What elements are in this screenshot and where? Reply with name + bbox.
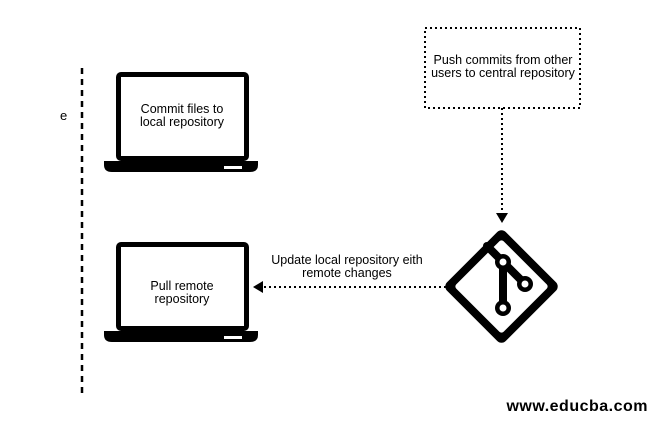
laptop-top-icon	[104, 72, 258, 172]
laptop-bottom-icon	[104, 242, 258, 342]
update-arrow-label: Update local repository eith remote chan…	[271, 253, 423, 280]
laptop-top-label: Commit files to local repository	[139, 102, 225, 129]
laptop-bottom-label: Pull remote repository	[150, 279, 214, 306]
push-box-label: Push commits from other users to central…	[431, 53, 575, 80]
side-letter: e	[60, 108, 68, 123]
site-watermark[interactable]: www.educba.com	[506, 398, 648, 415]
update-arrowhead-icon	[253, 281, 263, 293]
git-logo-icon	[445, 230, 558, 343]
push-box-border	[424, 27, 581, 109]
push-arrowhead-icon	[496, 213, 508, 223]
